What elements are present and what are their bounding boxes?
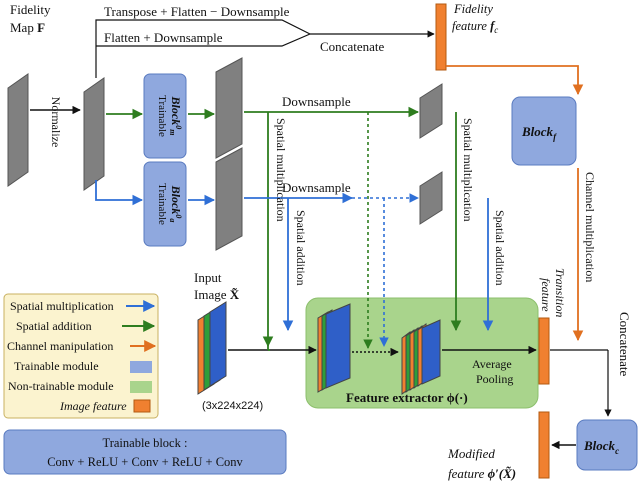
input-image-label-2: Image X̃ [194,287,240,302]
legend-label-3: Trainable module [14,359,99,373]
fidelity-map-label-2: Map F [10,20,45,35]
modified-feature-bar [538,411,550,479]
legend-swatch-3 [130,361,152,373]
average-pooling-label-1: Average [472,357,512,371]
trainable-a-label: Trainable [156,183,168,225]
block-f-box [511,96,577,166]
normalize-label: Normalize [49,97,63,148]
trainable-block-formula: Conv + ReLU + Conv + ReLU + Conv [47,455,243,469]
legend-label-5: Image feature [59,399,127,413]
trainable-m-label: Trainable [156,95,168,137]
fidelity-feature-label-2: feature fc [452,19,498,35]
downsampled-m-shape [419,83,443,139]
transition-label-2: feature [539,278,553,312]
transpose-label: Transpose + Flatten − Downsample [104,4,290,19]
feature-extractor-label: Feature extractor ϕ(·) [346,390,468,405]
legend-label-0: Spatial multiplication [10,299,114,313]
legend-swatch-4 [130,381,152,393]
concatenate-right-label: Concatenate [617,312,632,376]
concatenate-top-label: Concatenate [320,39,384,54]
block-c-label: Blockc [583,438,619,456]
legend: Spatial multiplication Spatial addition … [7,299,157,413]
trainable-block-title: Trainable block : [103,436,188,450]
block-a-output-shape [215,147,243,251]
modified-feature-label-1: Modified [447,446,495,461]
fidelity-feature-bar [435,3,447,71]
extractor-stack-2 [401,319,441,395]
legend-box [3,293,159,419]
input-image-stack [197,301,227,395]
block-f-label: Blockf [521,124,557,142]
downsample-2-label: Downsample [282,180,351,195]
normalized-map-shape [83,77,105,191]
legend-label-4: Non-trainable module [8,379,114,393]
extractor-stack-1 [317,303,351,393]
spatial-add-1-label: Spatial addition [294,210,308,286]
spatial-mult-1-label: Spatial multiplication [274,118,288,222]
spatial-mult-2-label: Spatial multiplication [461,118,475,222]
flatten-label: Flatten + Downsample [104,30,223,45]
trainable-block-m [143,73,187,159]
transition-label-1: Transition [553,268,567,317]
legend-label-1: Spatial addition [16,319,92,333]
legend-label-2: Channel manipulation [7,339,113,353]
block-m-output-shape [215,57,243,159]
trainable-block-a [143,161,187,247]
transition-feature-bar [538,317,550,385]
fidelity-feature-label-1: Fidelity [453,2,493,16]
modified-feature-label-2: feature ϕ′(X̃) [448,466,516,481]
spatial-add-2-label: Spatial addition [493,210,507,286]
input-dims-label: (3x224x224) [202,400,263,412]
channel-mult-label: Channel multiplication [583,172,597,282]
block-c-box [576,419,638,471]
block-a-label: Block0a [168,185,183,223]
input-image-label-1: Input [194,270,222,285]
fidelity-map-shape [7,73,29,187]
downsampled-a-shape [419,171,443,225]
legend-swatch-5 [133,399,151,413]
average-pooling-label-2: Pooling [476,372,513,386]
trainable-block-definition-box [3,429,287,475]
fidelity-map-label-1: Fidelity [10,2,51,17]
block-m-label: Block0m [168,96,183,136]
downsample-1-label: Downsample [282,94,351,109]
